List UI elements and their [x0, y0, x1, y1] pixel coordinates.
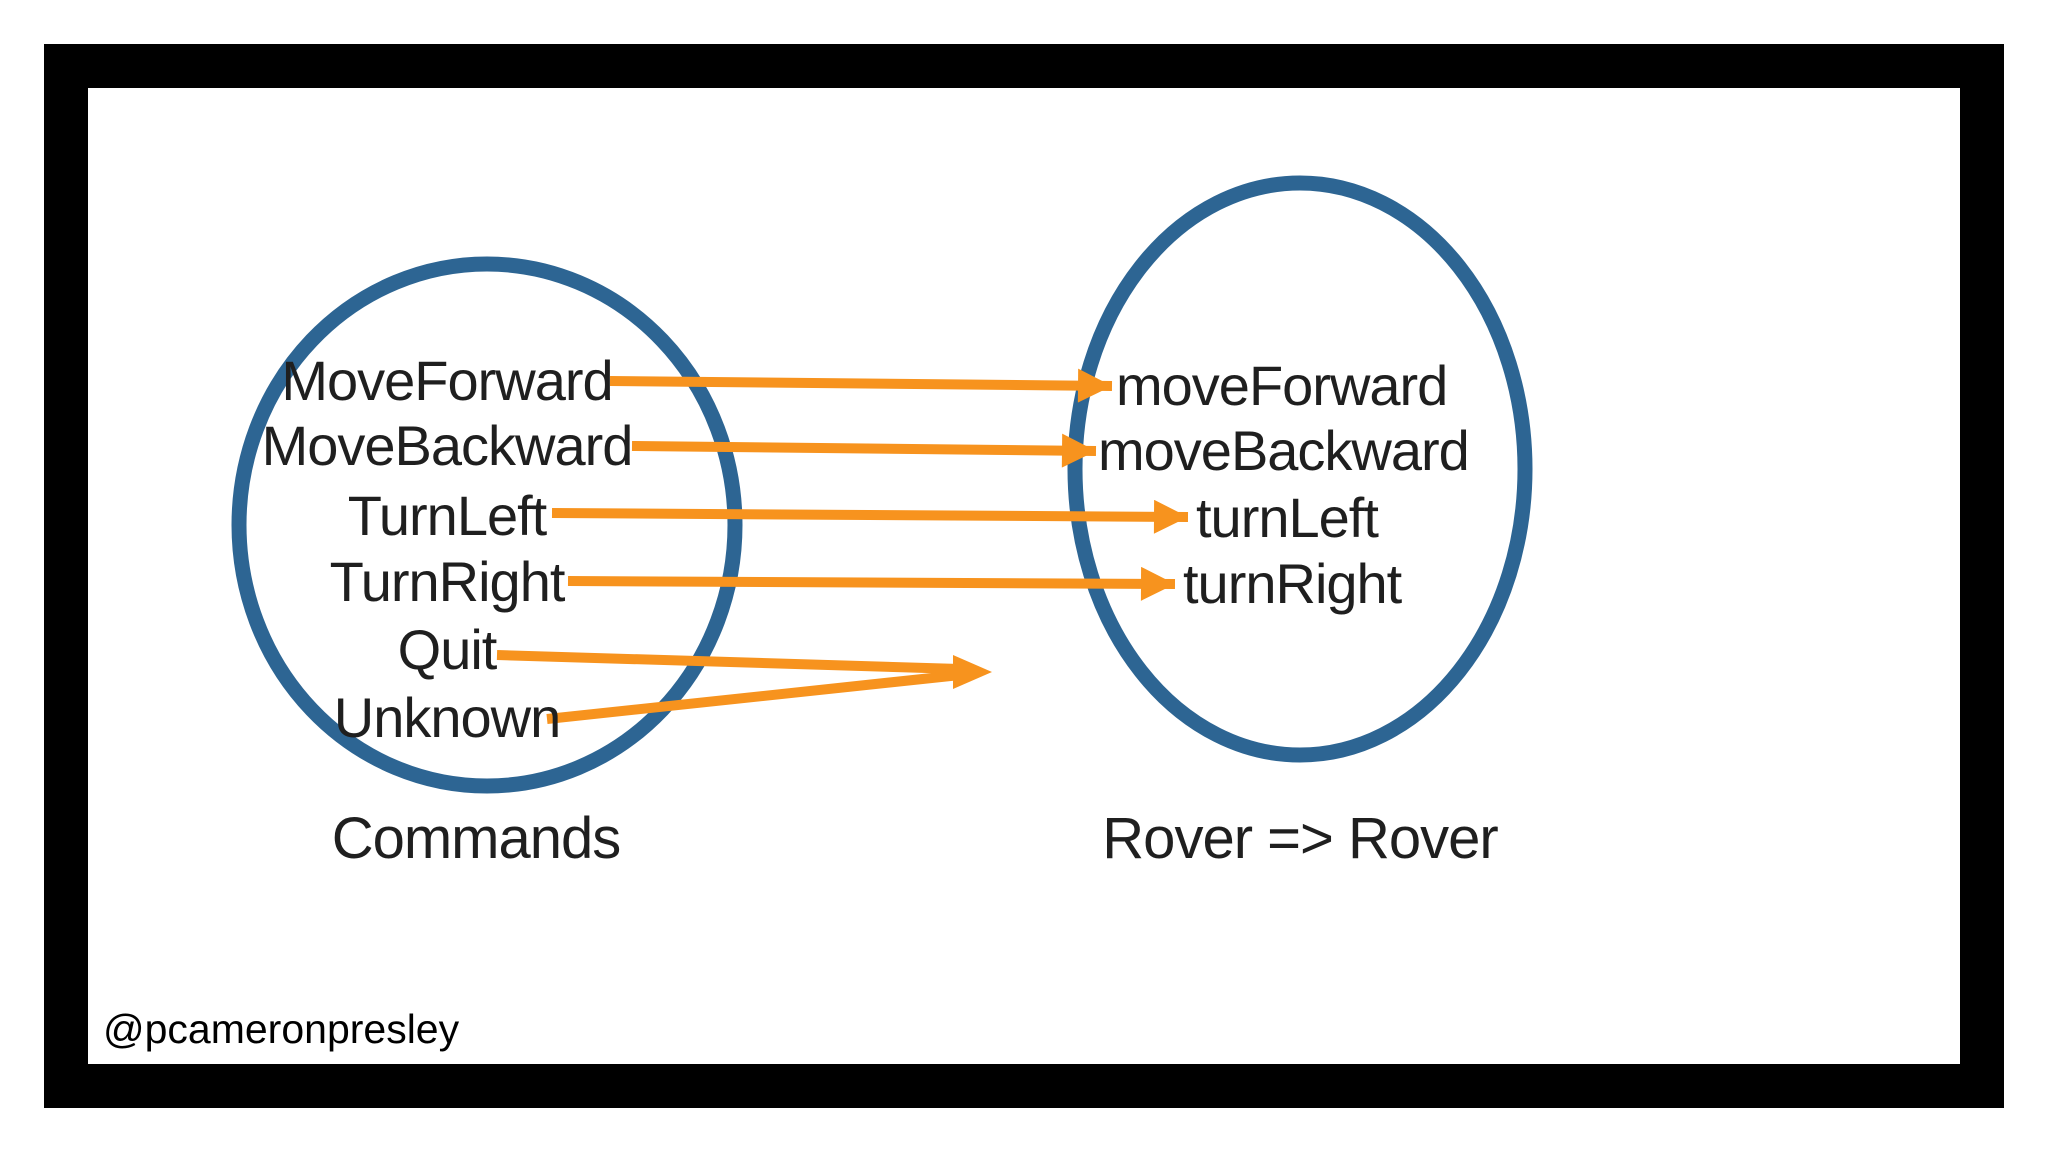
item-unknown: Unknown	[334, 686, 560, 749]
item-movebackward: MoveBackward	[262, 414, 633, 477]
arrow-turnright	[567, 566, 1176, 601]
item-turnleft-target: turnLeft	[1196, 486, 1379, 549]
frame-border	[44, 44, 2004, 1108]
item-turnleft: TurnLeft	[348, 484, 548, 547]
arrow-turnleft	[551, 499, 1189, 534]
item-turnright: TurnRight	[330, 550, 566, 613]
arrowhead-quit-unknown	[953, 655, 992, 689]
arrow-quit	[496, 650, 961, 674]
commands-set-label: Commands	[332, 806, 621, 871]
commands-set-ellipse	[231, 256, 743, 794]
arrow-unknown	[546, 670, 961, 724]
arrow-moveforward	[609, 368, 1113, 403]
item-moveforward: MoveForward	[281, 349, 612, 412]
item-movebackward-target: moveBackward	[1098, 419, 1469, 482]
rover-set-label: Rover => Rover	[1102, 806, 1498, 871]
watermark-handle: @pcameronpresley	[103, 1006, 460, 1052]
item-turnright-target: turnRight	[1183, 552, 1403, 615]
item-quit: Quit	[398, 618, 498, 681]
rover-set-ellipse	[1067, 175, 1533, 763]
arrow-movebackward	[631, 433, 1097, 468]
item-moveforward-target: moveForward	[1116, 354, 1447, 417]
